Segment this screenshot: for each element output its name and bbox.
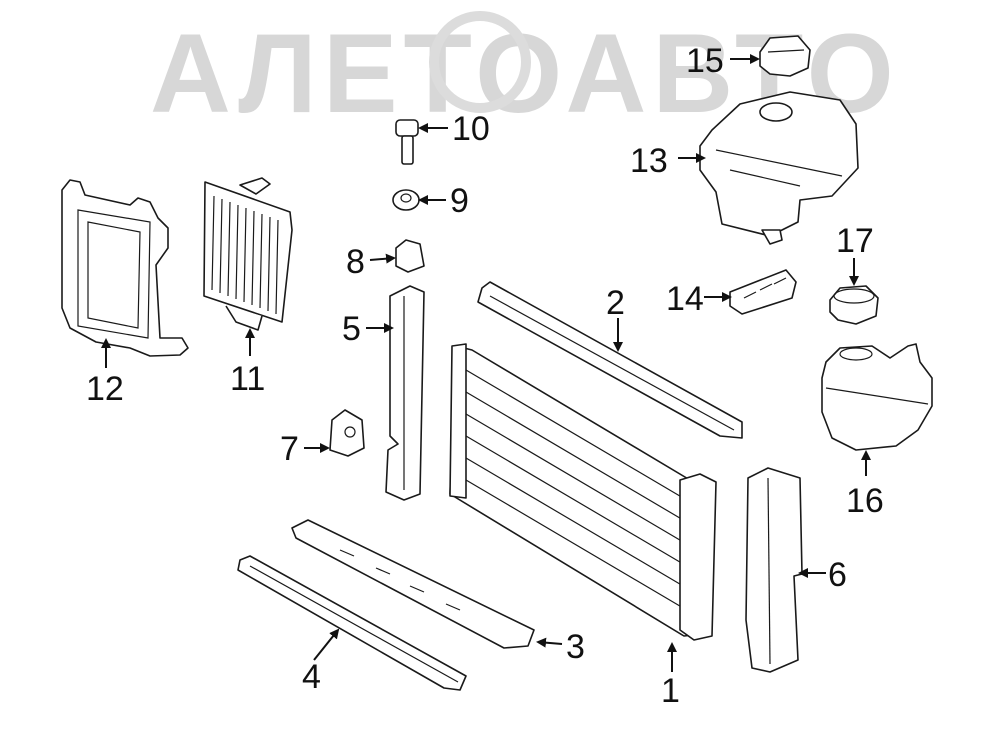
- callout-4: 4: [302, 658, 321, 696]
- callout-11: 11: [230, 360, 265, 398]
- callout-8: 8: [346, 243, 365, 281]
- part-4-lower-seal: [237, 555, 467, 691]
- callout-7: 7: [280, 430, 299, 468]
- part-14-bracket: [729, 269, 797, 315]
- leader-8: [369, 253, 396, 264]
- part-10-bolt: [395, 119, 419, 165]
- part-1-radiator: [449, 343, 717, 641]
- part-3-lower-guide: [291, 519, 535, 649]
- part-16-reservoir: [821, 343, 933, 451]
- callout-12: 12: [86, 370, 124, 408]
- part-12-frame: [61, 179, 189, 357]
- callout-10: 10: [452, 110, 490, 148]
- part-9-grommet: [392, 189, 420, 211]
- callout-5: 5: [342, 310, 361, 348]
- callout-1: 1: [661, 672, 680, 710]
- callout-17: 17: [836, 222, 874, 260]
- leader-3: [536, 637, 563, 648]
- part-17-cap: [829, 285, 879, 325]
- part-2-upper-seal: [477, 281, 743, 439]
- leader-4: [313, 628, 340, 661]
- callout-3: 3: [566, 628, 585, 666]
- part-13-expansion-tank: [699, 91, 859, 245]
- callout-2: 2: [606, 284, 625, 322]
- part-7-bracket: [329, 409, 365, 457]
- watermark-gear-icon: [429, 11, 531, 113]
- callout-16: 16: [846, 482, 884, 520]
- callout-6: 6: [828, 556, 847, 594]
- callout-labels: 1 2 3 4 5 6 7 8 9 10 11 12 13 14 15 16 1…: [86, 42, 884, 710]
- part-15-cap: [759, 35, 811, 77]
- part-8-clip: [395, 239, 425, 273]
- callout-14: 14: [666, 280, 704, 318]
- part-11-aux-radiator: [203, 177, 293, 331]
- callout-9: 9: [450, 182, 469, 220]
- part-5-air-deflector: [385, 285, 425, 501]
- leader-lines: [101, 54, 871, 672]
- callout-15: 15: [686, 42, 724, 80]
- part-6-air-deflector: [745, 467, 803, 673]
- callout-13: 13: [630, 142, 668, 180]
